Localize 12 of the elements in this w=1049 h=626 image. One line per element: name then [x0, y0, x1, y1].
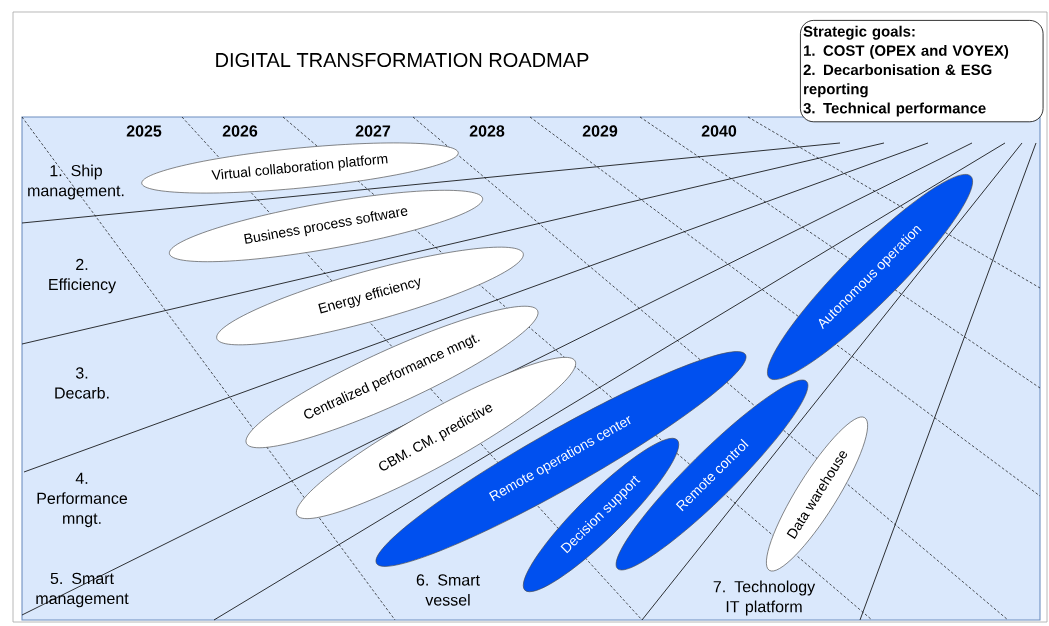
- year-label: 2040: [701, 125, 737, 137]
- row-label: 1. Ship management.: [28, 164, 124, 200]
- row-label: 6. Smart vessel: [416, 574, 480, 606]
- row-label: 2. Efficiency: [49, 258, 117, 294]
- row-label: 3. Decarb.: [55, 367, 109, 399]
- year-label: 2025: [126, 125, 162, 137]
- year-label: 2028: [469, 125, 505, 137]
- goals-box: Strategic goals: 1. COST (OPEX and VOYEX) 2. Decarbonisation & ESG reporting 3. Technical performance: [800, 20, 1044, 123]
- row-label: 7. Technology IT platform: [713, 580, 816, 616]
- row-label: 4. Performance mngt.: [37, 472, 128, 528]
- year-label: 2029: [582, 125, 618, 137]
- title: DIGITAL TRANSFORMATION ROADMAP: [216, 52, 589, 68]
